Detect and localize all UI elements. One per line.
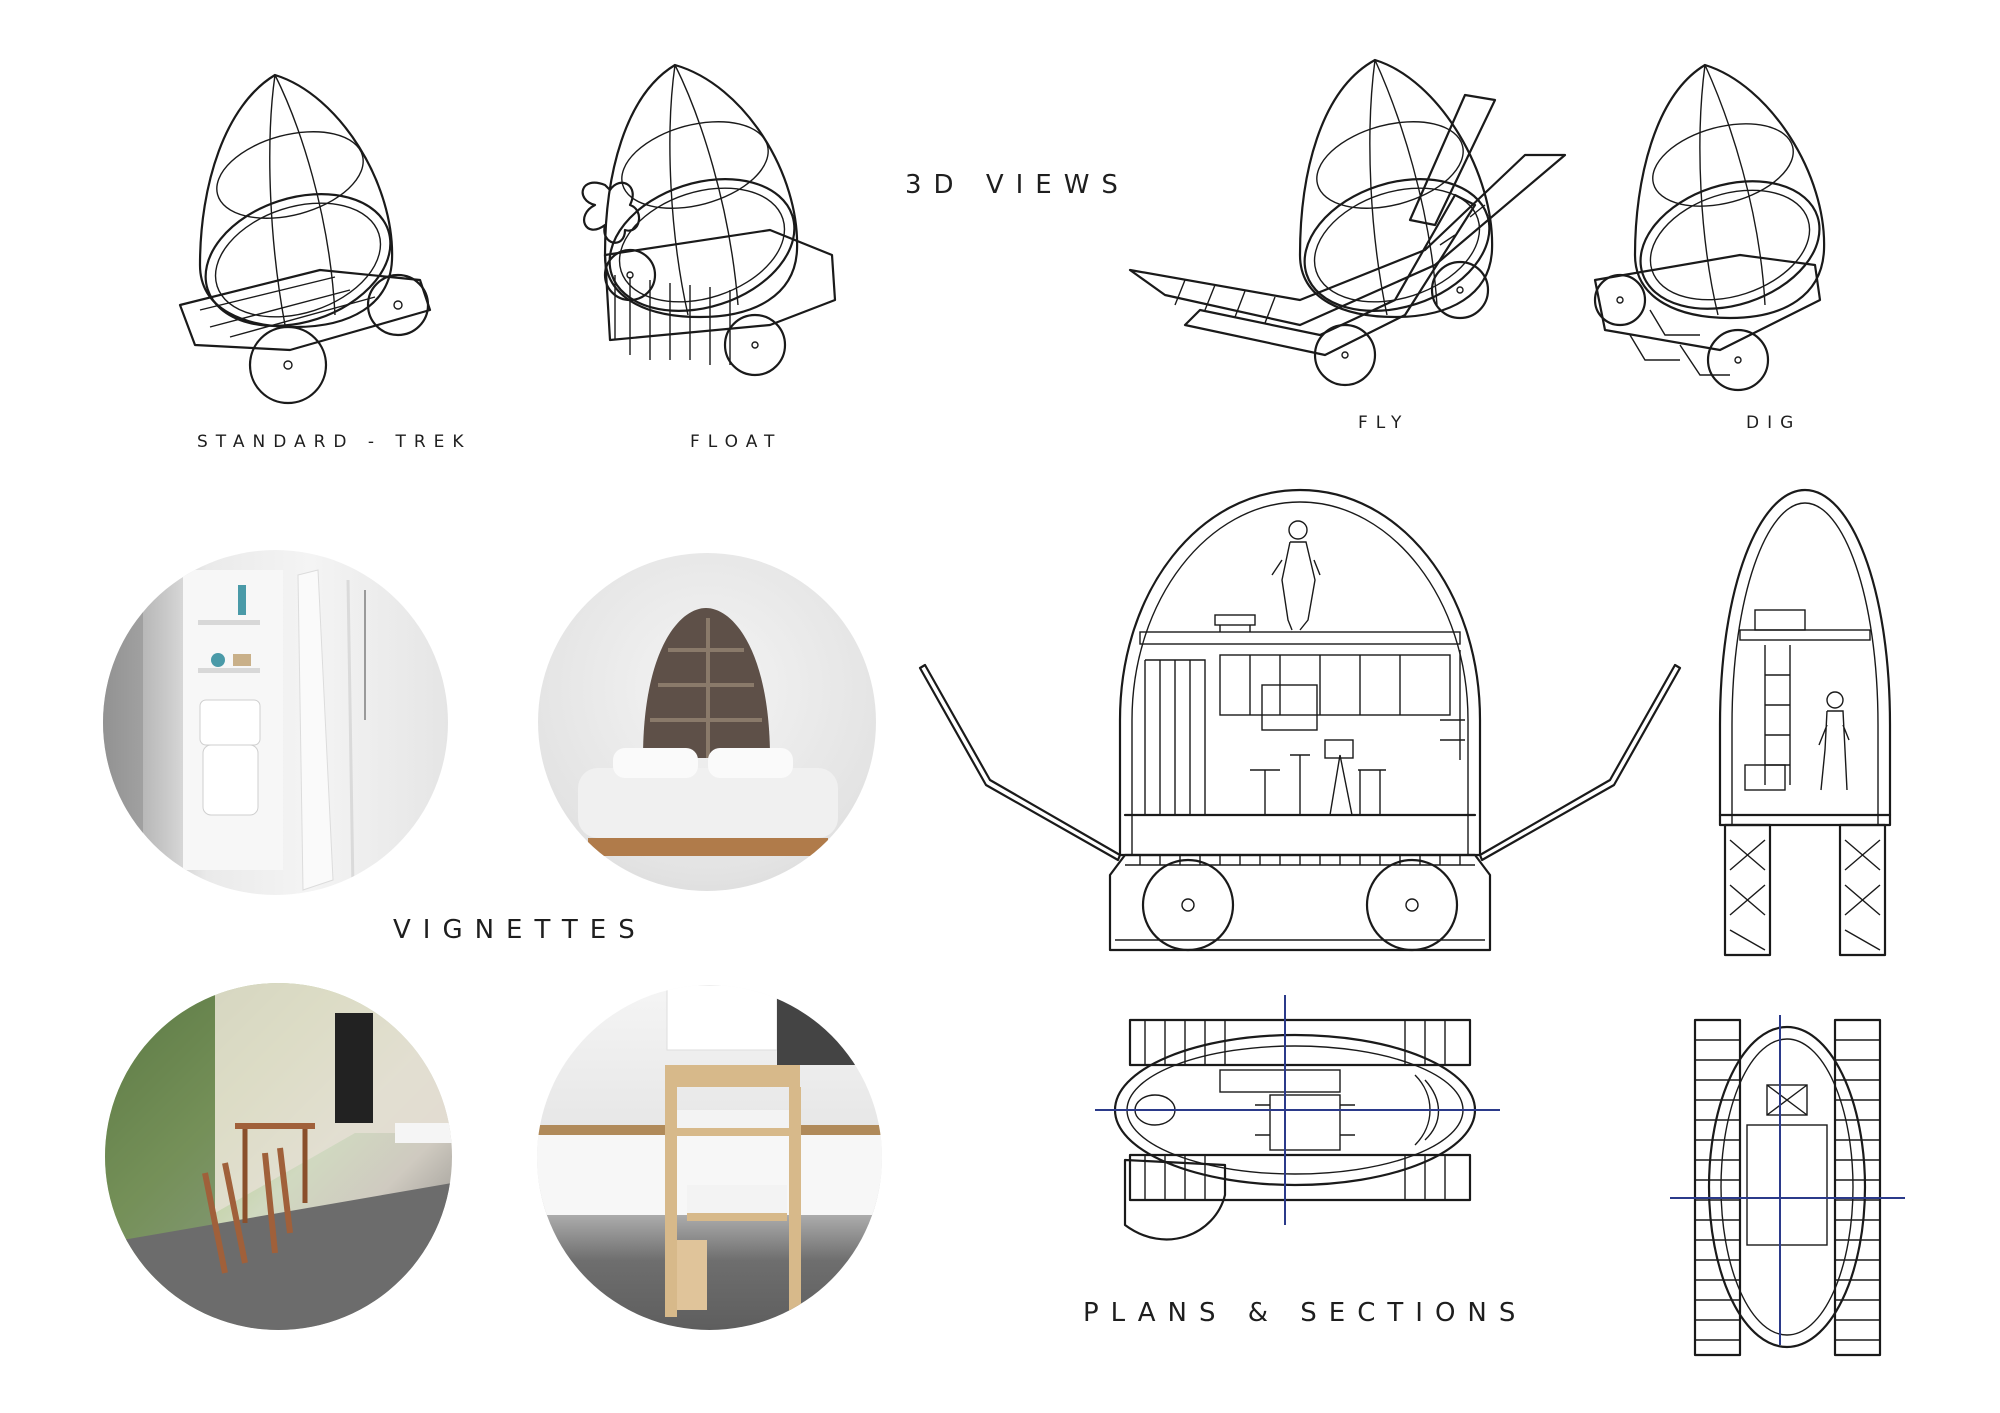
pod-standard-trek-drawing <box>178 73 432 405</box>
section-main-drawing <box>918 488 1682 952</box>
pod-fly-drawing <box>1128 58 1567 387</box>
section-side-drawing <box>1718 488 1892 957</box>
pod-dig-drawing <box>1593 63 1826 392</box>
pod-float-drawing <box>581 63 837 377</box>
label-float: FLOAT <box>690 432 783 452</box>
vignette-bathroom <box>103 550 448 895</box>
label-standard-trek: STANDARD - TREK <box>197 432 472 452</box>
plans-sections-heading: PLANS & SECTIONS <box>1083 1298 1528 1328</box>
views-heading: 3D VIEWS <box>905 170 1130 200</box>
vignette-kitchen <box>537 985 882 1330</box>
label-fly: FLY <box>1358 413 1410 433</box>
vignette-bedroom <box>538 553 876 891</box>
vignette-dining <box>105 983 452 1330</box>
plan-main-drawing <box>1095 995 1500 1241</box>
label-dig: DIG <box>1746 413 1802 433</box>
plan-side-drawing <box>1670 1015 1905 1357</box>
vignettes-heading: VIGNETTES <box>393 915 647 945</box>
